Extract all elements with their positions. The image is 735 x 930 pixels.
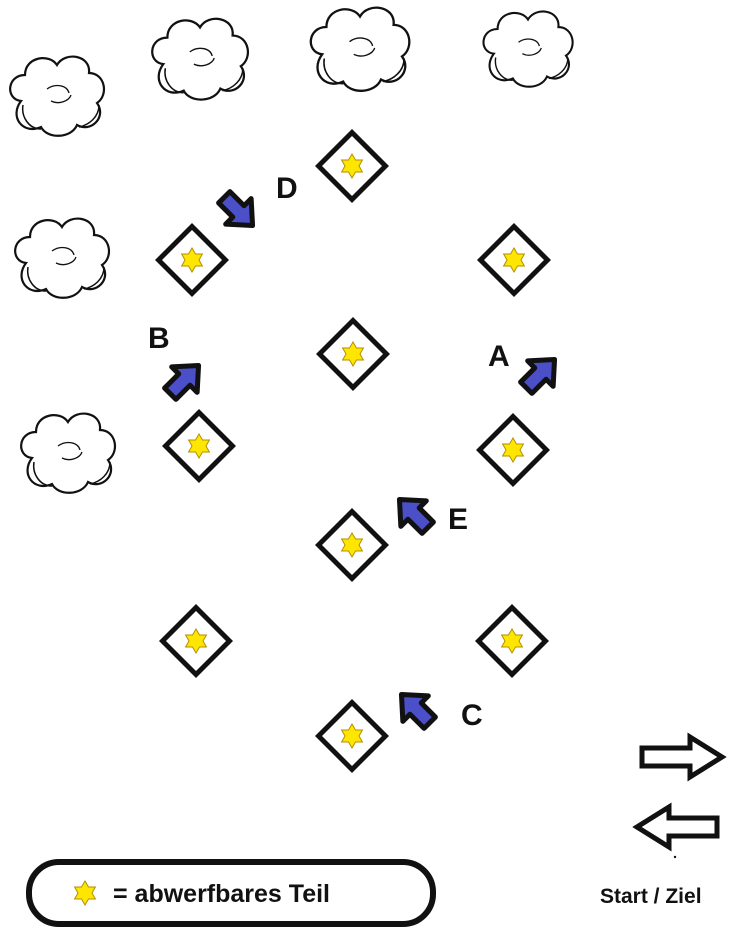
- label-a: A: [488, 340, 510, 373]
- cloud: [311, 8, 410, 91]
- pylon-marker: [315, 129, 389, 203]
- label-b: B: [148, 322, 170, 355]
- cloud: [15, 219, 109, 298]
- arrow-right-icon: [642, 737, 722, 777]
- pylon-marker: [315, 699, 389, 773]
- pylon-marker: [159, 604, 233, 678]
- label-e: E: [448, 503, 468, 536]
- cloud: [483, 12, 572, 87]
- direction-arrow-d: [212, 185, 266, 239]
- pylon-marker: [475, 604, 549, 678]
- legend-text: = abwerfbares Teil: [113, 880, 330, 908]
- pylon-marker: [476, 413, 550, 487]
- pylon-marker: [477, 223, 551, 297]
- cloud: [10, 57, 104, 136]
- pylon-marker: [316, 317, 390, 391]
- direction-arrow-e: [387, 487, 441, 541]
- cloud: [152, 19, 248, 100]
- cloud: [21, 414, 115, 493]
- label-d: D: [276, 172, 298, 205]
- direction-arrow-b: [158, 353, 212, 407]
- direction-arrow-a: [514, 347, 568, 401]
- start-ziel-label: Start / Ziel: [600, 885, 702, 908]
- pylon-marker: [155, 223, 229, 297]
- arrow-left-icon: [637, 807, 717, 847]
- direction-arrow-c: [389, 682, 443, 736]
- label-c: C: [461, 699, 483, 732]
- pylon-marker: [162, 409, 236, 483]
- legend-box: = abwerfbares Teil: [29, 862, 433, 924]
- pylon-marker: [315, 508, 389, 582]
- dot: [674, 856, 676, 858]
